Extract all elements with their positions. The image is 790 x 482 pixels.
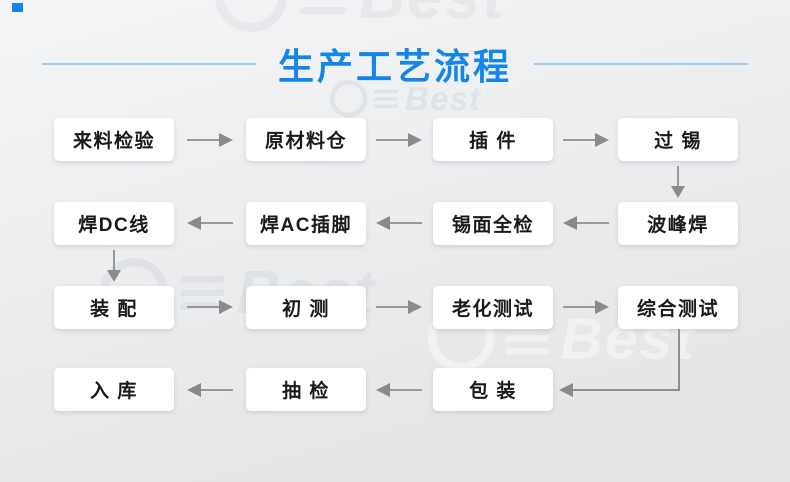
title-divider-right xyxy=(534,63,748,65)
watermark-bars-icon xyxy=(373,89,399,108)
title-divider-left xyxy=(41,63,256,65)
flow-step-wave-soldering: 波峰焊 xyxy=(618,202,738,245)
arrow-right-icon xyxy=(563,133,609,147)
arrow-down-icon xyxy=(107,250,121,282)
page-title: 生产工艺流程 xyxy=(277,46,512,87)
arrow-left-icon xyxy=(376,383,422,397)
arrow-right-icon xyxy=(187,300,233,314)
flow-step-incoming-inspection: 来料检验 xyxy=(54,118,174,161)
title-bar: 生产工艺流程 xyxy=(0,44,790,87)
flow-step-initial-test: 初 测 xyxy=(246,286,366,329)
flow-step-solder-surface-inspection: 锡面全检 xyxy=(433,202,553,245)
watermark-ring-icon xyxy=(215,0,287,32)
flow-step-comprehensive-test: 综合测试 xyxy=(618,286,738,329)
flow-step-assembly: 装 配 xyxy=(54,286,174,329)
flow-step-warehousing: 入 库 xyxy=(54,368,174,411)
flow-step-insertion: 插 件 xyxy=(433,118,553,161)
flow-step-packaging: 包 装 xyxy=(433,368,553,411)
arrow-right-icon xyxy=(376,300,422,314)
flow-step-weld-ac-pins: 焊AC插脚 xyxy=(246,202,366,245)
watermark-text: Best xyxy=(359,0,506,28)
flow-step-aging-test: 老化测试 xyxy=(433,286,553,329)
arrow-right-icon xyxy=(187,133,233,147)
flow-step-sampling-inspection: 抽 检 xyxy=(246,368,366,411)
arrow-right-icon xyxy=(376,133,422,147)
flow-step-raw-material-warehouse: 原材料仓 xyxy=(246,118,366,161)
arrow-left-icon xyxy=(187,383,233,397)
arrow-left-icon xyxy=(563,216,609,230)
arrow-down-icon xyxy=(671,166,685,198)
corner-accent xyxy=(12,3,23,12)
watermark-bars-icon xyxy=(298,0,348,14)
arrow-right-icon xyxy=(563,300,609,314)
arrow-left-icon xyxy=(376,216,422,230)
flow-step-weld-dc-wire: 焊DC线 xyxy=(54,202,174,245)
watermark-logo: Best xyxy=(215,0,506,32)
arrow-left-icon xyxy=(187,216,233,230)
flow-step-tinning: 过 锡 xyxy=(618,118,738,161)
